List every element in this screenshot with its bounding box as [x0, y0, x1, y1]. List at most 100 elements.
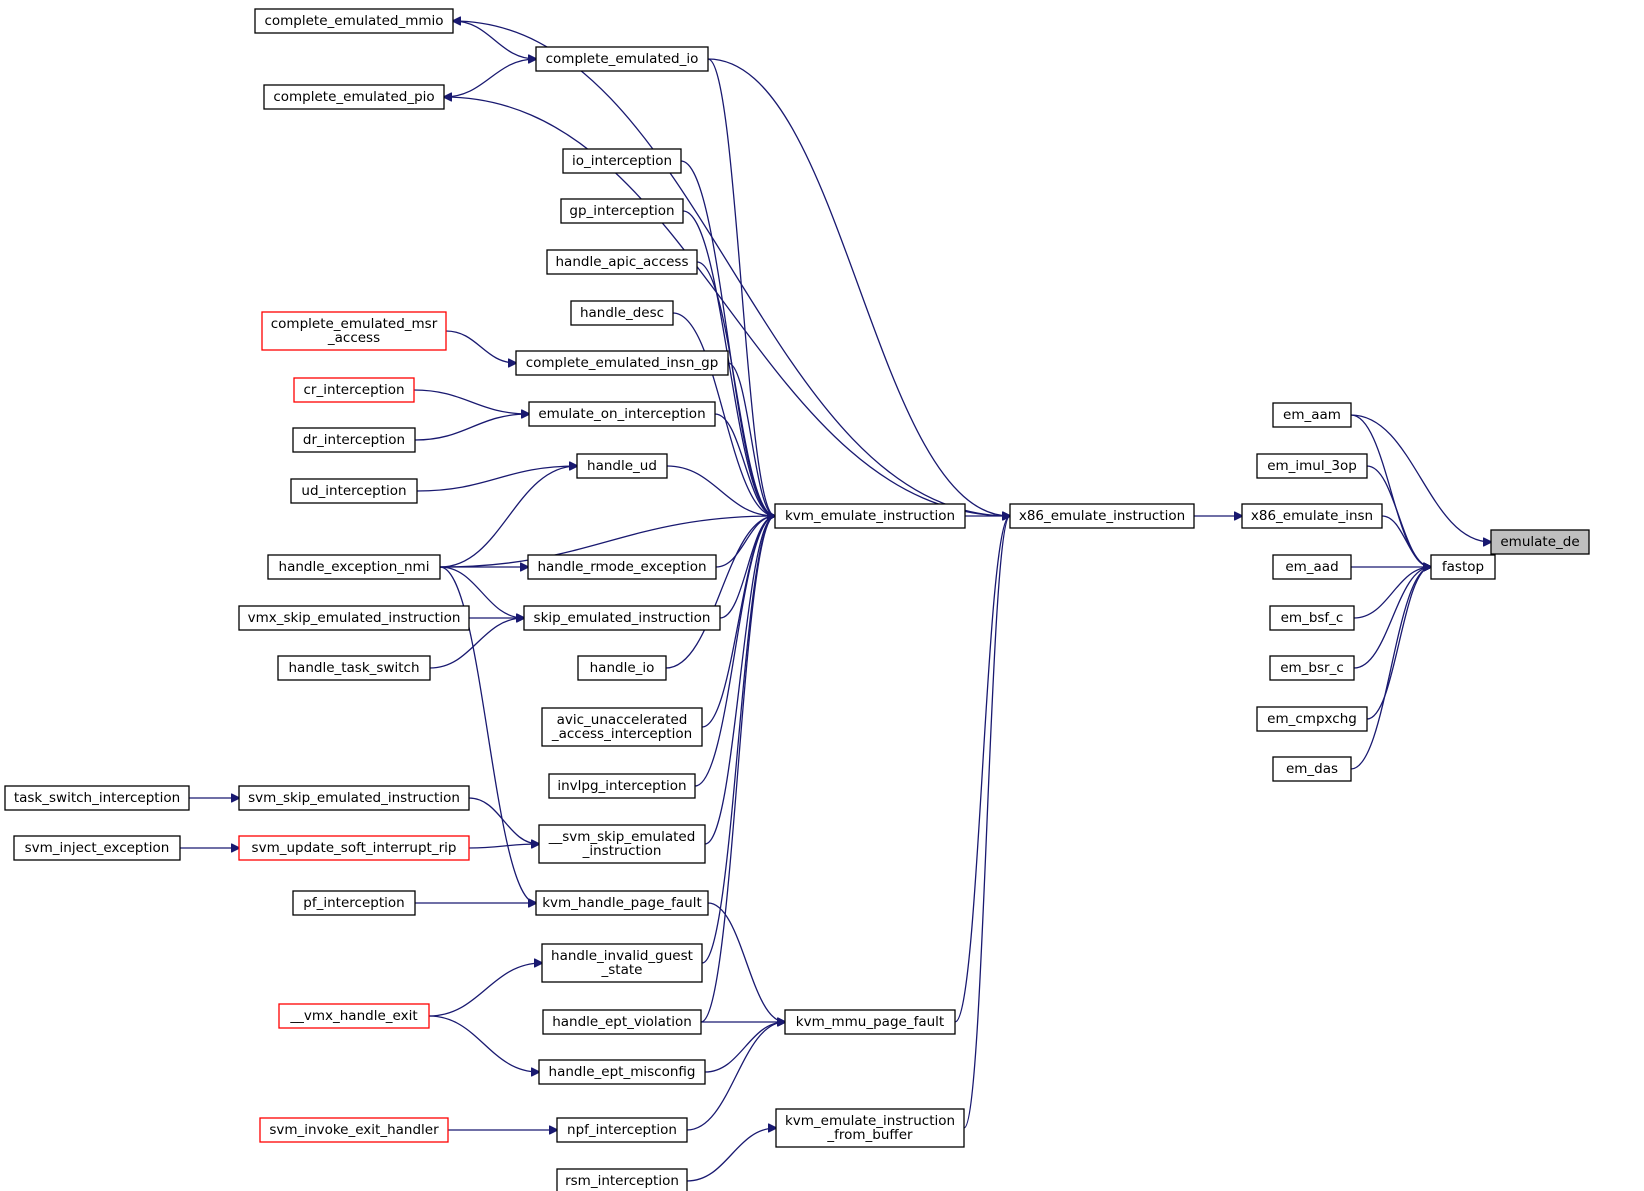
- node-box-kvm-emulate-instruction[interactable]: [774, 503, 966, 529]
- node-box-handle-ud[interactable]: [576, 453, 668, 479]
- node-handle-invalid-guest-state[interactable]: handle_invalid_guest_state: [541, 943, 703, 983]
- node-box-em-bsf-c[interactable]: [1269, 605, 1355, 631]
- node-box-pf-interception[interactable]: [292, 890, 416, 916]
- node-handle-rmode-exception[interactable]: handle_rmode_exception: [527, 554, 717, 580]
- node-io-interception[interactable]: io_interception: [562, 148, 682, 174]
- node-handle-ept-misconfig[interactable]: handle_ept_misconfig: [538, 1059, 706, 1085]
- node-box-em-bsr-c[interactable]: [1269, 655, 1355, 681]
- node-pf-interception[interactable]: pf_interception: [292, 890, 416, 916]
- node-ud-interception[interactable]: ud_interception: [290, 478, 418, 504]
- node-box-svm-skip-emulated-instruction[interactable]: [238, 785, 470, 811]
- node-box-io-interception[interactable]: [562, 148, 682, 174]
- node-svm-skip-emulated-instruction[interactable]: __svm_skip_emulated_instruction: [538, 824, 706, 864]
- node-cr-interception[interactable]: cr_interception: [293, 377, 415, 403]
- node-box-skip-emulated-instruction[interactable]: [523, 605, 721, 631]
- node-box-vmx-skip-emulated-instruction[interactable]: [238, 605, 470, 631]
- node-box-svm-inject-exception[interactable]: [13, 835, 181, 861]
- node-vmx-skip-emulated-instruction[interactable]: vmx_skip_emulated_instruction: [238, 605, 470, 631]
- node-box-handle-task-switch[interactable]: [277, 655, 431, 681]
- node-kvm-emulate-instruction[interactable]: kvm_emulate_instruction: [774, 503, 966, 529]
- node-box-complete-emulated-mmio[interactable]: [254, 8, 454, 34]
- node-svm-skip-emulated-instruction[interactable]: svm_skip_emulated_instruction: [238, 785, 470, 811]
- node-box-avic-unaccelerated-access-interception[interactable]: [541, 707, 703, 747]
- node-box-em-cmpxchg[interactable]: [1256, 706, 1368, 732]
- node-complete-emulated-pio[interactable]: complete_emulated_pio: [263, 84, 445, 110]
- node-box-ud-interception[interactable]: [290, 478, 418, 504]
- node-box-handle-rmode-exception[interactable]: [527, 554, 717, 580]
- node-handle-task-switch[interactable]: handle_task_switch: [277, 655, 431, 681]
- node-gp-interception[interactable]: gp_interception: [560, 198, 684, 224]
- node-emulate-on-interception[interactable]: emulate_on_interception: [528, 401, 716, 427]
- node-box-gp-interception[interactable]: [560, 198, 684, 224]
- node-vmx-handle-exit[interactable]: __vmx_handle_exit: [278, 1003, 430, 1029]
- node-box-kvm-emulate-instruction-from-buffer[interactable]: [775, 1108, 965, 1148]
- node-box-handle-io[interactable]: [577, 655, 667, 681]
- node-box-complete-emulated-insn-gp[interactable]: [515, 350, 729, 376]
- node-box-svm-update-soft-interrupt-rip[interactable]: [238, 835, 470, 861]
- node-handle-exception-nmi[interactable]: handle_exception_nmi: [267, 554, 441, 580]
- node-em-bsf-c[interactable]: em_bsf_c: [1269, 605, 1355, 631]
- node-box-handle-ept-misconfig[interactable]: [538, 1059, 706, 1085]
- node-box-vmx-handle-exit[interactable]: [278, 1003, 430, 1029]
- node-svm-update-soft-interrupt-rip[interactable]: svm_update_soft_interrupt_rip: [238, 835, 470, 861]
- node-box-complete-emulated-pio[interactable]: [263, 84, 445, 110]
- node-box-emulate-on-interception[interactable]: [528, 401, 716, 427]
- node-invlpg-interception[interactable]: invlpg_interception: [548, 773, 696, 799]
- node-box-handle-apic-access[interactable]: [546, 249, 698, 275]
- node-box-complete-emulated-msr-access[interactable]: [261, 311, 447, 351]
- node-box-handle-exception-nmi[interactable]: [267, 554, 441, 580]
- node-box-dr-interception[interactable]: [292, 427, 416, 453]
- node-kvm-emulate-instruction-from-buffer[interactable]: kvm_emulate_instruction_from_buffer: [775, 1108, 965, 1148]
- node-svm-invoke-exit-handler[interactable]: svm_invoke_exit_handler: [259, 1117, 449, 1143]
- node-complete-emulated-mmio[interactable]: complete_emulated_mmio: [254, 8, 454, 34]
- node-svm-inject-exception[interactable]: svm_inject_exception: [13, 835, 181, 861]
- node-x86-emulate-instruction[interactable]: x86_emulate_instruction: [1009, 503, 1195, 529]
- node-handle-desc[interactable]: handle_desc: [570, 300, 674, 326]
- node-npf-interception[interactable]: npf_interception: [556, 1117, 688, 1143]
- node-handle-apic-access[interactable]: handle_apic_access: [546, 249, 698, 275]
- node-box-em-aam[interactable]: [1272, 402, 1352, 428]
- node-box-em-das[interactable]: [1272, 756, 1352, 782]
- node-box-em-imul-3op[interactable]: [1256, 453, 1368, 479]
- node-box-handle-desc[interactable]: [570, 300, 674, 326]
- node-em-aad[interactable]: em_aad: [1272, 554, 1352, 580]
- node-rsm-interception[interactable]: rsm_interception: [556, 1168, 688, 1191]
- node-box-emulate-de[interactable]: [1490, 529, 1590, 555]
- node-complete-emulated-insn-gp[interactable]: complete_emulated_insn_gp: [515, 350, 729, 376]
- node-em-cmpxchg[interactable]: em_cmpxchg: [1256, 706, 1368, 732]
- node-complete-emulated-io[interactable]: complete_emulated_io: [535, 46, 709, 72]
- node-complete-emulated-msr-access[interactable]: complete_emulated_msr_access: [261, 311, 447, 351]
- node-em-aam[interactable]: em_aam: [1272, 402, 1352, 428]
- node-box-handle-invalid-guest-state[interactable]: [541, 943, 703, 983]
- node-handle-ept-violation[interactable]: handle_ept_violation: [542, 1009, 702, 1035]
- node-box-fastop[interactable]: [1430, 554, 1496, 580]
- node-box-em-aad[interactable]: [1272, 554, 1352, 580]
- node-box-task-switch-interception[interactable]: [4, 785, 190, 811]
- node-box-x86-emulate-insn[interactable]: [1241, 503, 1383, 529]
- node-em-bsr-c[interactable]: em_bsr_c: [1269, 655, 1355, 681]
- node-box-rsm-interception[interactable]: [556, 1168, 688, 1191]
- node-x86-emulate-insn[interactable]: x86_emulate_insn: [1241, 503, 1383, 529]
- node-task-switch-interception[interactable]: task_switch_interception: [4, 785, 190, 811]
- node-box-kvm-mmu-page-fault[interactable]: [784, 1009, 956, 1035]
- node-kvm-handle-page-fault[interactable]: kvm_handle_page_fault: [535, 890, 709, 916]
- node-kvm-mmu-page-fault[interactable]: kvm_mmu_page_fault: [784, 1009, 956, 1035]
- node-avic-unaccelerated-access-interception[interactable]: avic_unaccelerated_access_interception: [541, 707, 703, 747]
- node-em-das[interactable]: em_das: [1272, 756, 1352, 782]
- node-box-svm-invoke-exit-handler[interactable]: [259, 1117, 449, 1143]
- node-box-invlpg-interception[interactable]: [548, 773, 696, 799]
- node-box-svm-skip-emulated-instruction[interactable]: [538, 824, 706, 864]
- node-emulate-de[interactable]: emulate_de: [1490, 529, 1590, 555]
- node-box-complete-emulated-io[interactable]: [535, 46, 709, 72]
- node-box-kvm-handle-page-fault[interactable]: [535, 890, 709, 916]
- node-box-cr-interception[interactable]: [293, 377, 415, 403]
- node-handle-io[interactable]: handle_io: [577, 655, 667, 681]
- node-handle-ud[interactable]: handle_ud: [576, 453, 668, 479]
- node-em-imul-3op[interactable]: em_imul_3op: [1256, 453, 1368, 479]
- node-box-handle-ept-violation[interactable]: [542, 1009, 702, 1035]
- node-skip-emulated-instruction[interactable]: skip_emulated_instruction: [523, 605, 721, 631]
- node-box-npf-interception[interactable]: [556, 1117, 688, 1143]
- node-dr-interception[interactable]: dr_interception: [292, 427, 416, 453]
- node-fastop[interactable]: fastop: [1430, 554, 1496, 580]
- node-box-x86-emulate-instruction[interactable]: [1009, 503, 1195, 529]
